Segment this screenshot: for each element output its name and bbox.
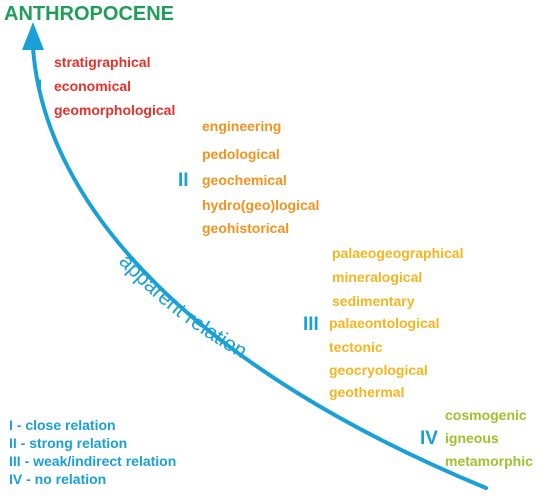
arrow-label: apparent relation [114, 250, 250, 363]
relation-arrow-curve [31, 46, 488, 490]
group-ii-numeral: II [178, 170, 189, 191]
group-iv-item: cosmogenic [445, 407, 527, 423]
group-i-numeral: I [37, 77, 43, 98]
group-iii-item: palaeontological [329, 315, 440, 331]
diagram-title: ANTHROPOCENE [4, 3, 175, 25]
group-i-item: economical [54, 78, 132, 94]
group-ii-item: engineering [202, 118, 282, 134]
group-i-item: geomorphological [54, 102, 176, 118]
group-ii-item: geohistorical [202, 220, 290, 236]
legend-item: III - weak/indirect relation [9, 453, 177, 469]
group-i-item: stratigraphical [54, 54, 151, 70]
group-ii-item: geochemical [202, 172, 287, 188]
group-ii-item: pedological [202, 146, 280, 162]
group-iii-numeral: III [303, 314, 319, 335]
group-iii-item: palaeogeographical [332, 245, 464, 261]
group-iv-item: metamorphic [445, 453, 533, 469]
legend-item: IV - no relation [9, 471, 107, 487]
group-iv-numeral: IV [420, 428, 438, 449]
group-iii-item: mineralogical [332, 269, 423, 285]
legend-item: I - close relation [9, 417, 116, 433]
group-ii-item: hydro(geo)logical [202, 197, 320, 213]
arrow-head-icon [22, 22, 44, 50]
group-iii-item: sedimentary [332, 293, 415, 309]
legend-item: II - strong relation [9, 435, 128, 451]
group-iii-item: geothermal [329, 384, 405, 400]
group-iii-item: tectonic [329, 339, 383, 355]
group-iv-item: igneous [445, 430, 499, 446]
group-iii-item: geocryological [329, 362, 428, 378]
